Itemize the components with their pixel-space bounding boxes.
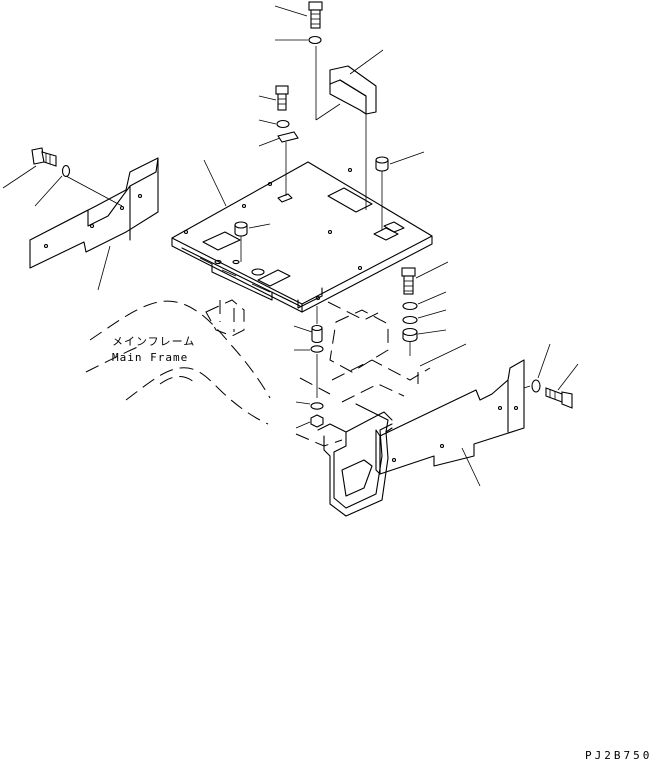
hinge-bracket	[329, 65, 377, 115]
top-bolt	[308, 1, 323, 29]
lower-washer	[310, 402, 324, 410]
plate-spacer	[234, 221, 248, 237]
mid-bolt	[275, 85, 289, 111]
right-washer-1	[402, 301, 418, 311]
left-bolt	[31, 147, 57, 167]
leader-line	[258, 137, 281, 147]
leader-line	[461, 447, 481, 487]
leader-line	[557, 363, 579, 391]
leader-line	[97, 245, 111, 291]
side-washer	[531, 379, 541, 393]
leader-line	[415, 261, 449, 279]
leader-line	[248, 223, 271, 229]
right-washer-2	[402, 315, 418, 325]
small-plate	[277, 131, 299, 143]
center-washer	[310, 345, 324, 353]
leader-line	[523, 385, 531, 389]
leader-line	[349, 49, 384, 75]
leader-line	[417, 329, 447, 335]
right-side-cover	[375, 359, 525, 475]
leader-line	[258, 119, 277, 125]
top-washer	[308, 35, 322, 45]
leader-line	[295, 421, 311, 429]
lower-channel-bracket	[317, 403, 393, 517]
leader-line	[2, 165, 37, 189]
left-side-cover	[29, 157, 159, 269]
main-frame-label-en: Main Frame	[112, 351, 188, 364]
rubber-spacer	[375, 156, 389, 172]
leader-line	[389, 151, 425, 165]
leader-line	[315, 103, 341, 121]
leader-line	[65, 175, 123, 207]
leader-line	[293, 325, 313, 333]
main-frame-label-jp: メインフレーム	[112, 335, 195, 348]
leader-line	[417, 309, 447, 319]
side-bolt	[545, 387, 573, 409]
leader-line	[537, 343, 551, 379]
leader-line	[34, 175, 63, 207]
left-washer	[61, 164, 71, 178]
right-bolt	[401, 267, 416, 295]
right-rubber-mount	[402, 327, 418, 343]
drawing-code: PJ2B750	[585, 749, 651, 762]
floor-plate	[171, 161, 433, 313]
leader-line	[295, 401, 311, 405]
leader-line	[417, 291, 447, 305]
mid-washer	[276, 119, 290, 129]
main-frame-phantom	[85, 299, 431, 447]
leader-line	[419, 343, 467, 367]
leader-line	[203, 159, 227, 207]
leader-line	[258, 95, 277, 101]
lower-nut	[310, 414, 324, 428]
center-spacer	[311, 324, 323, 344]
leader-line	[274, 5, 308, 17]
